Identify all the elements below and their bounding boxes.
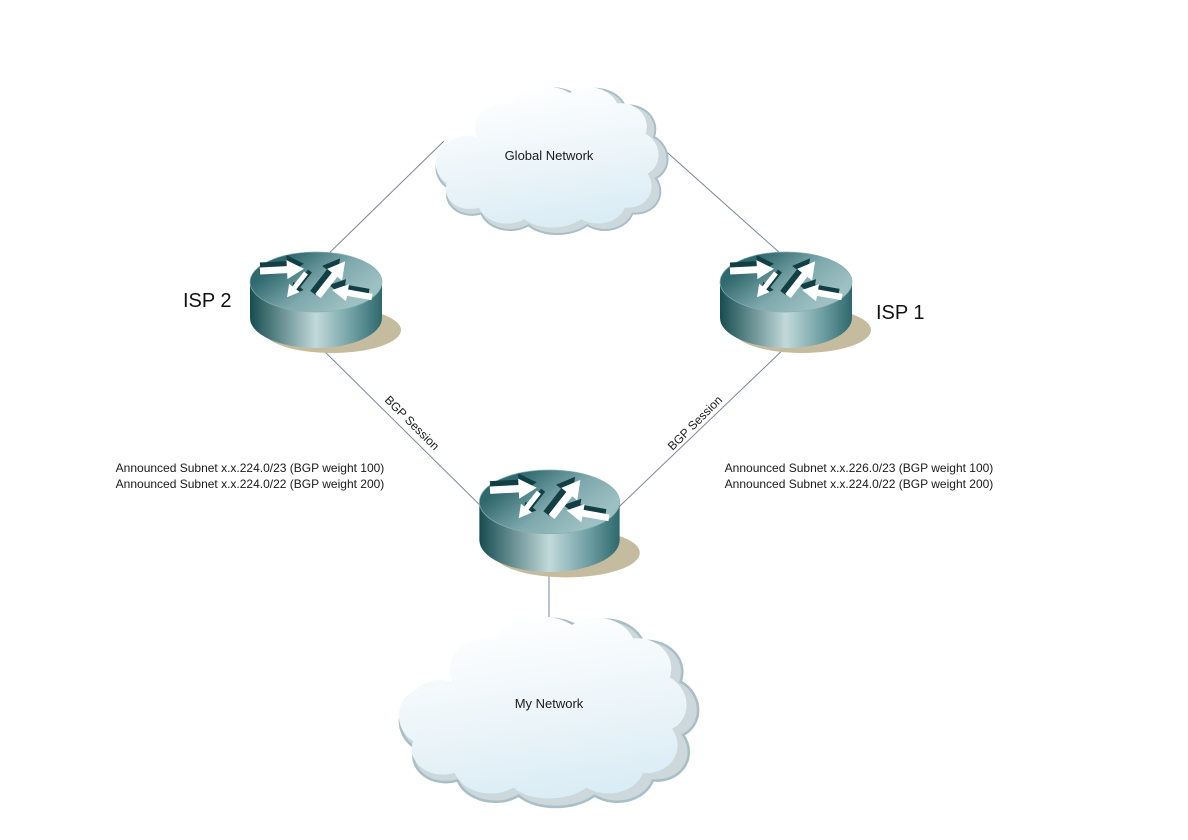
link-isp1-to-edge-router: [599, 344, 789, 526]
link-global-to-isp1: [659, 145, 791, 263]
edge-router-icon: [473, 457, 643, 585]
isp1-router-icon: [714, 240, 874, 360]
isp2-router-icon: [244, 240, 404, 360]
annotation-isp1: Announced Subnet x.x.226.0/23 (BGP weigh…: [703, 460, 1015, 492]
annotation-isp2-line1: Announced Subnet x.x.224.0/23 (BGP weigh…: [115, 461, 385, 475]
annotation-isp2-line2: Announced Subnet x.x.224.0/22 (BGP weigh…: [115, 477, 385, 491]
isp1-label: ISP 1: [876, 302, 925, 324]
global-network-label: Global Network: [504, 148, 594, 163]
my-network-label: My Network: [514, 696, 584, 711]
annotation-isp1-line1: Announced Subnet x.x.226.0/23 (BGP weigh…: [724, 461, 994, 475]
link-global-to-isp2: [319, 140, 445, 263]
link-isp2-to-edge-router: [317, 344, 501, 526]
annotation-isp2: Announced Subnet x.x.224.0/23 (BGP weigh…: [94, 460, 406, 492]
annotation-isp1-line2: Announced Subnet x.x.224.0/22 (BGP weigh…: [724, 477, 994, 491]
isp2-label: ISP 2: [183, 290, 232, 312]
